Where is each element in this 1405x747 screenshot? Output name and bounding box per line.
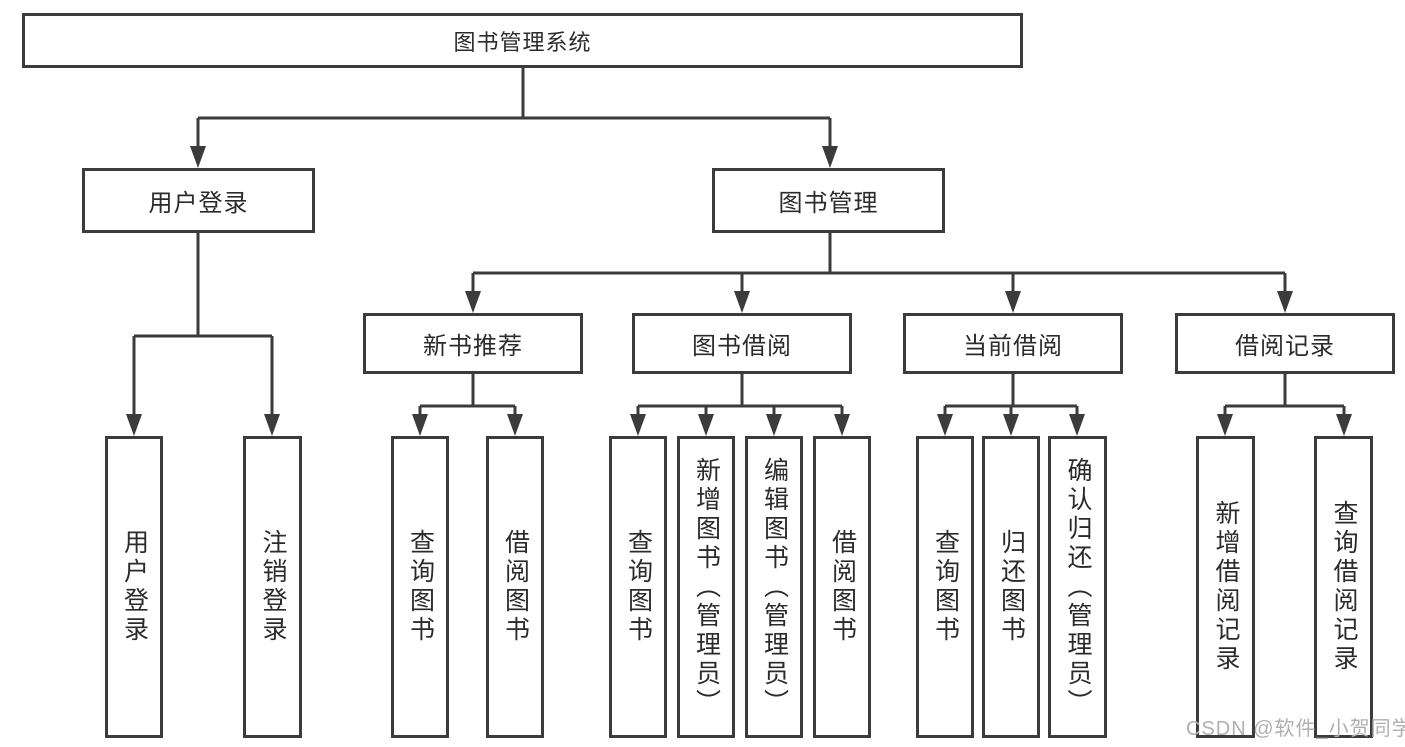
node-book-management-module: 图书管理 <box>712 168 945 233</box>
node-label: 新书推荐 <box>423 333 523 360</box>
node-query-books-recommend: 查询图书 <box>391 436 449 738</box>
node-label: 当前借阅 <box>963 333 1063 360</box>
node-label: 用户登录 <box>120 529 149 645</box>
node-label: 借阅图书 <box>501 529 530 645</box>
node-user-login-module: 用户登录 <box>82 168 315 233</box>
node-new-book-recommend: 新书推荐 <box>363 313 583 374</box>
node-borrow-books-action: 借阅图书 <box>813 436 871 738</box>
node-label: 确认归还（管理员） <box>1064 456 1092 718</box>
node-query-books-borrow: 查询图书 <box>609 436 667 738</box>
node-library-management-system: 图书管理系统 <box>22 13 1023 68</box>
node-label: 借阅记录 <box>1235 333 1335 360</box>
node-book-borrow: 图书借阅 <box>632 313 852 374</box>
node-query-books-current: 查询图书 <box>916 436 974 738</box>
node-confirm-return-admin: 确认归还（管理员） <box>1048 436 1107 738</box>
node-label: 图书管理 <box>778 190 879 217</box>
node-edit-books-admin: 编辑图书（管理员） <box>745 436 803 738</box>
node-label: 图书借阅 <box>692 333 792 360</box>
node-label: 编辑图书（管理员） <box>760 456 789 718</box>
node-borrow-records: 借阅记录 <box>1175 313 1395 374</box>
node-return-books: 归还图书 <box>982 436 1040 738</box>
node-label: 查询图书 <box>406 529 435 645</box>
node-logout-action: 注销登录 <box>243 436 302 738</box>
node-label: 查询图书 <box>931 529 960 645</box>
node-label: 新增图书（管理员） <box>692 456 721 718</box>
node-label: 新增借阅记录 <box>1212 500 1240 674</box>
node-label: 查询图书 <box>624 529 653 645</box>
node-label: 用户登录 <box>148 190 249 217</box>
csdn-watermark: CSDN @软件_小贺同学 <box>1186 718 1405 740</box>
node-label: 借阅图书 <box>828 529 857 645</box>
node-current-borrow: 当前借阅 <box>903 313 1123 374</box>
node-label: 查询借阅记录 <box>1330 500 1358 674</box>
node-label: 注销登录 <box>259 529 287 645</box>
node-query-borrow-record: 查询借阅记录 <box>1314 436 1373 738</box>
node-borrow-books-recommend: 借阅图书 <box>486 436 544 738</box>
node-label: 图书管理系统 <box>453 29 592 55</box>
node-label: 归还图书 <box>997 529 1026 645</box>
node-add-borrow-record: 新增借阅记录 <box>1196 436 1255 738</box>
node-add-books-admin: 新增图书（管理员） <box>677 436 735 738</box>
node-user-login-action: 用户登录 <box>105 436 163 738</box>
